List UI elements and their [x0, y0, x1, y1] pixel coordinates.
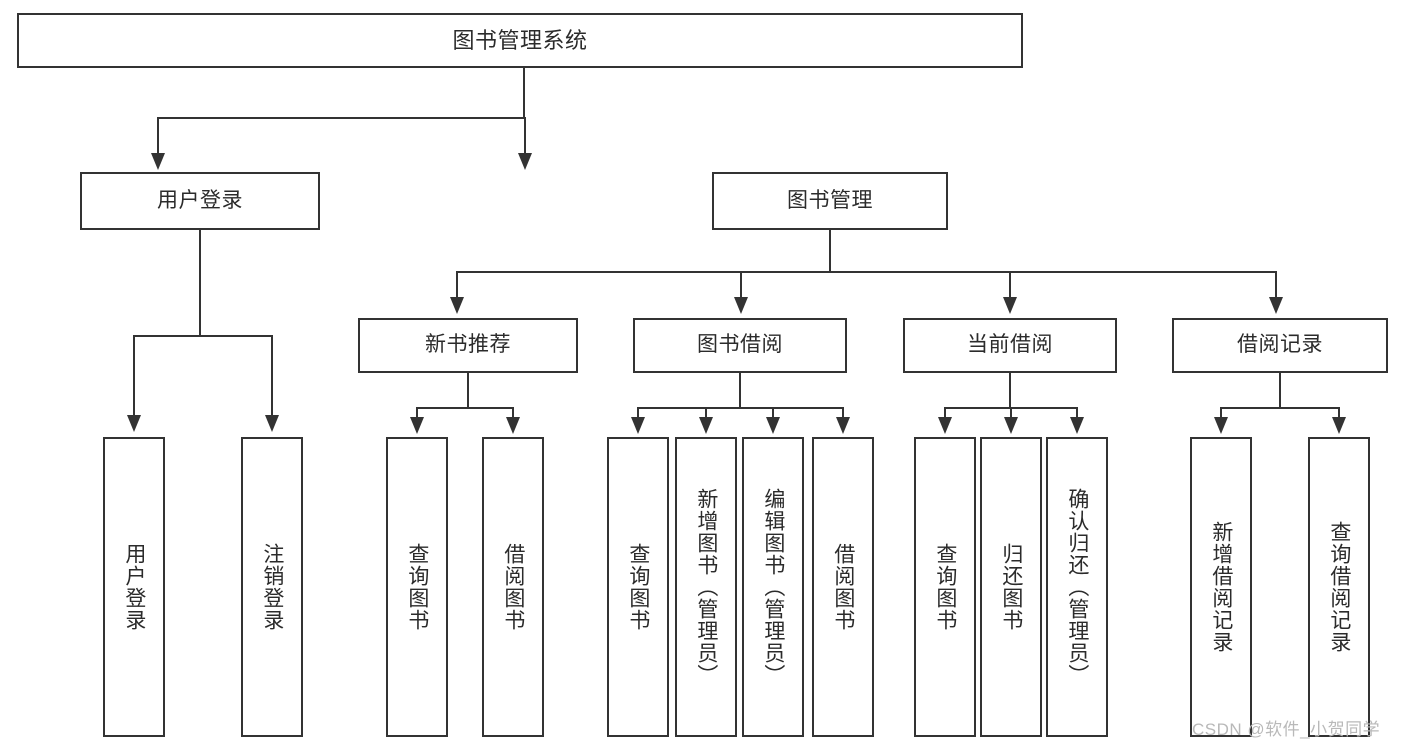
leaf-label: 用户登录: [122, 543, 146, 631]
connector-level3-drop-3: [1009, 271, 1011, 299]
leaf-label: 查询图书: [933, 543, 957, 631]
leaf-query-book-current[interactable]: 查询图书: [914, 437, 976, 737]
leaf-label: 查询借阅记录: [1327, 521, 1351, 653]
leaf-label: 编辑图书（管理员）: [761, 488, 785, 686]
node-root-system[interactable]: 图书管理系统: [17, 13, 1023, 68]
leaf-user-login[interactable]: 用户登录: [103, 437, 165, 737]
arrow-to-book-management: [518, 153, 532, 170]
connector-book-management-stem: [829, 230, 831, 271]
leaf-query-borrow-record[interactable]: 查询借阅记录: [1308, 437, 1370, 737]
connector-level2-bus: [157, 117, 526, 119]
node-label: 借阅记录: [1237, 333, 1323, 357]
connector-record-stem: [1279, 373, 1281, 407]
connector-user-login-drop-2: [271, 335, 273, 417]
node-label: 图书管理系统: [452, 27, 588, 53]
node-borrow-record[interactable]: 借阅记录: [1172, 318, 1388, 373]
watermark: CSDN @软件_小贺同学: [1192, 720, 1381, 739]
node-book-borrow[interactable]: 图书借阅: [633, 318, 847, 373]
connector-current-drop-3: [1076, 407, 1078, 419]
node-label: 图书管理: [787, 188, 873, 212]
leaf-borrow-book-recommend[interactable]: 借阅图书: [482, 437, 544, 737]
connector-recommend-drop-1: [416, 407, 418, 419]
leaf-logout[interactable]: 注销登录: [241, 437, 303, 737]
node-book-management[interactable]: 图书管理: [712, 172, 948, 230]
connector-borrow-bus: [637, 407, 843, 409]
connector-root-stem: [523, 68, 525, 117]
connector-borrow-drop-4: [842, 407, 844, 419]
arrow-to-leaf-user-login: [127, 415, 141, 432]
connector-borrow-drop-1: [637, 407, 639, 419]
connector-record-bus: [1220, 407, 1339, 409]
arrow-to-leaf-edit-book: [766, 417, 780, 434]
node-label: 当前借阅: [967, 333, 1053, 357]
node-user-login[interactable]: 用户登录: [80, 172, 320, 230]
arrow-to-borrow-record: [1269, 297, 1283, 314]
connector-borrow-drop-3: [772, 407, 774, 419]
connector-user-login-bus: [133, 335, 273, 337]
connector-recommend-drop-2: [512, 407, 514, 419]
leaf-label: 查询图书: [405, 543, 429, 631]
leaf-label: 归还图书: [999, 543, 1023, 631]
node-new-book-recommend[interactable]: 新书推荐: [358, 318, 578, 373]
connector-recommend-stem: [467, 373, 469, 407]
arrow-to-leaf-query-book-3: [938, 417, 952, 434]
leaf-add-borrow-record[interactable]: 新增借阅记录: [1190, 437, 1252, 737]
connector-level3-bus: [456, 271, 1277, 273]
connector-user-login-stem: [199, 230, 201, 335]
leaf-return-book[interactable]: 归还图书: [980, 437, 1042, 737]
connector-record-drop-2: [1338, 407, 1340, 419]
connector-level3-drop-4: [1275, 271, 1277, 299]
leaf-borrow-book[interactable]: 借阅图书: [812, 437, 874, 737]
node-label: 图书借阅: [697, 333, 783, 357]
leaf-label: 注销登录: [260, 543, 284, 631]
arrow-to-current-borrow: [1003, 297, 1017, 314]
connector-current-drop-1: [944, 407, 946, 419]
leaf-label: 新增图书（管理员）: [694, 488, 718, 686]
arrow-to-leaf-borrow-book-1: [506, 417, 520, 434]
leaf-label: 确认归还（管理员）: [1065, 488, 1089, 686]
leaf-label: 新增借阅记录: [1209, 521, 1233, 653]
connector-level3-drop-2: [740, 271, 742, 299]
node-current-borrow[interactable]: 当前借阅: [903, 318, 1117, 373]
leaf-add-book[interactable]: 新增图书（管理员）: [675, 437, 737, 737]
leaf-query-book-borrow[interactable]: 查询图书: [607, 437, 669, 737]
connector-level2-left-drop: [157, 117, 159, 155]
node-label: 新书推荐: [425, 333, 511, 357]
arrow-to-leaf-query-book-2: [631, 417, 645, 434]
leaf-label: 查询图书: [626, 543, 650, 631]
arrow-to-leaf-query-book-1: [410, 417, 424, 434]
arrow-to-leaf-logout: [265, 415, 279, 432]
arrow-to-leaf-confirm-return: [1070, 417, 1084, 434]
connector-level3-drop-1: [456, 271, 458, 299]
connector-borrow-stem: [739, 373, 741, 407]
arrow-to-leaf-add-book: [699, 417, 713, 434]
arrow-to-leaf-add-record: [1214, 417, 1228, 434]
connector-borrow-drop-2: [705, 407, 707, 419]
leaf-label: 借阅图书: [501, 543, 525, 631]
leaf-query-book-recommend[interactable]: 查询图书: [386, 437, 448, 737]
arrow-to-new-book-recommend: [450, 297, 464, 314]
connector-level2-right-drop: [524, 117, 526, 155]
connector-record-drop-1: [1220, 407, 1222, 419]
node-label: 用户登录: [157, 188, 243, 212]
arrow-to-leaf-return-book: [1004, 417, 1018, 434]
arrow-to-user-login: [151, 153, 165, 170]
leaf-edit-book[interactable]: 编辑图书（管理员）: [742, 437, 804, 737]
connector-recommend-bus: [416, 407, 513, 409]
connector-user-login-drop-1: [133, 335, 135, 417]
connector-current-stem: [1009, 373, 1011, 407]
leaf-confirm-return[interactable]: 确认归还（管理员）: [1046, 437, 1108, 737]
arrow-to-leaf-query-record: [1332, 417, 1346, 434]
connector-current-drop-2: [1010, 407, 1012, 419]
leaf-label: 借阅图书: [831, 543, 855, 631]
arrow-to-leaf-borrow-book-2: [836, 417, 850, 434]
arrow-to-book-borrow: [734, 297, 748, 314]
